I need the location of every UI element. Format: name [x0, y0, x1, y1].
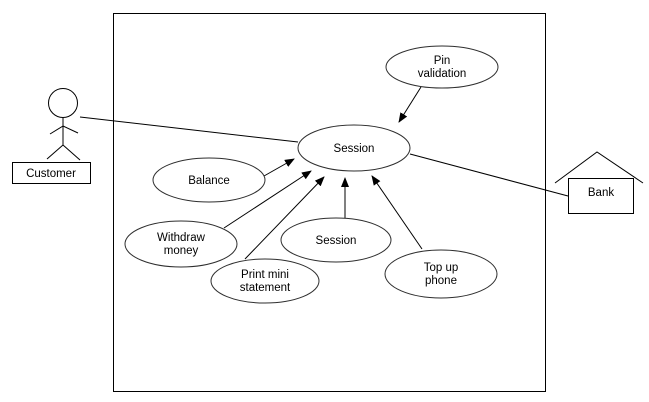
customer-label: Customer: [26, 168, 76, 180]
usecase-print-mini-statement: Print mini statement: [210, 258, 320, 304]
session-bottom-label: Session: [316, 235, 357, 247]
top-up-phone-ellipse: [384, 249, 498, 299]
line-session-to-bank: [409, 153, 569, 197]
print-mini-statement-ellipse: [210, 258, 320, 304]
top-up-phone-label-line1: Top up: [424, 262, 459, 274]
top-up-phone-label-line2: phone: [425, 275, 457, 287]
bank-roof: [554, 151, 644, 184]
arrow-top-up-phone-to-session: [371, 175, 423, 250]
actor-right-arm: [62, 125, 79, 134]
usecase-top-up-phone: Top up phone: [384, 249, 498, 299]
customer-label-box: [12, 162, 91, 184]
line-customer-to-session: [79, 116, 299, 143]
withdraw-money-ellipse: [124, 220, 238, 268]
session-center-label: Session: [334, 143, 375, 155]
pin-validation-ellipse: [385, 45, 499, 89]
balance-label: Balance: [188, 175, 230, 187]
print-mini-statement-label-line2: statement: [240, 282, 291, 294]
stick-figure-icon: [46, 88, 81, 161]
print-mini-statement-label-line1: Print mini: [241, 269, 289, 281]
actor-head: [48, 88, 78, 118]
withdraw-money-label-line1: Withdraw: [157, 232, 206, 244]
pin-validation-label-line2: validation: [418, 68, 467, 80]
system-boundary: [113, 13, 546, 392]
usecase-session-center: Session: [297, 124, 411, 172]
customer-actor-label: Customer: [12, 162, 91, 184]
house-icon: Bank: [554, 151, 644, 214]
balance-ellipse: [152, 157, 266, 203]
usecase-session-bottom: Session: [280, 217, 392, 263]
actor-right-leg: [62, 144, 81, 161]
actor-left-leg: [46, 144, 64, 160]
arrow-withdraw-money-to-session: [223, 170, 312, 229]
arrow-balance-to-session: [263, 158, 295, 177]
pin-validation-label-line1: Pin: [434, 55, 451, 67]
session-center-ellipse: [297, 124, 411, 172]
session-bottom-ellipse: [280, 217, 392, 263]
usecase-balance: Balance: [152, 157, 266, 203]
bank-box: [568, 178, 634, 214]
arrow-print-mini-statement-to-session: [244, 176, 325, 260]
withdraw-money-label-line2: money: [164, 245, 199, 257]
usecase-withdraw-money: Withdraw money: [124, 220, 238, 268]
actor-left-arm: [49, 125, 64, 135]
arrow-pin-validation-to-session: [398, 86, 422, 123]
usecase-pin-validation: Pin validation: [385, 45, 499, 89]
bank-label: Bank: [588, 187, 614, 199]
